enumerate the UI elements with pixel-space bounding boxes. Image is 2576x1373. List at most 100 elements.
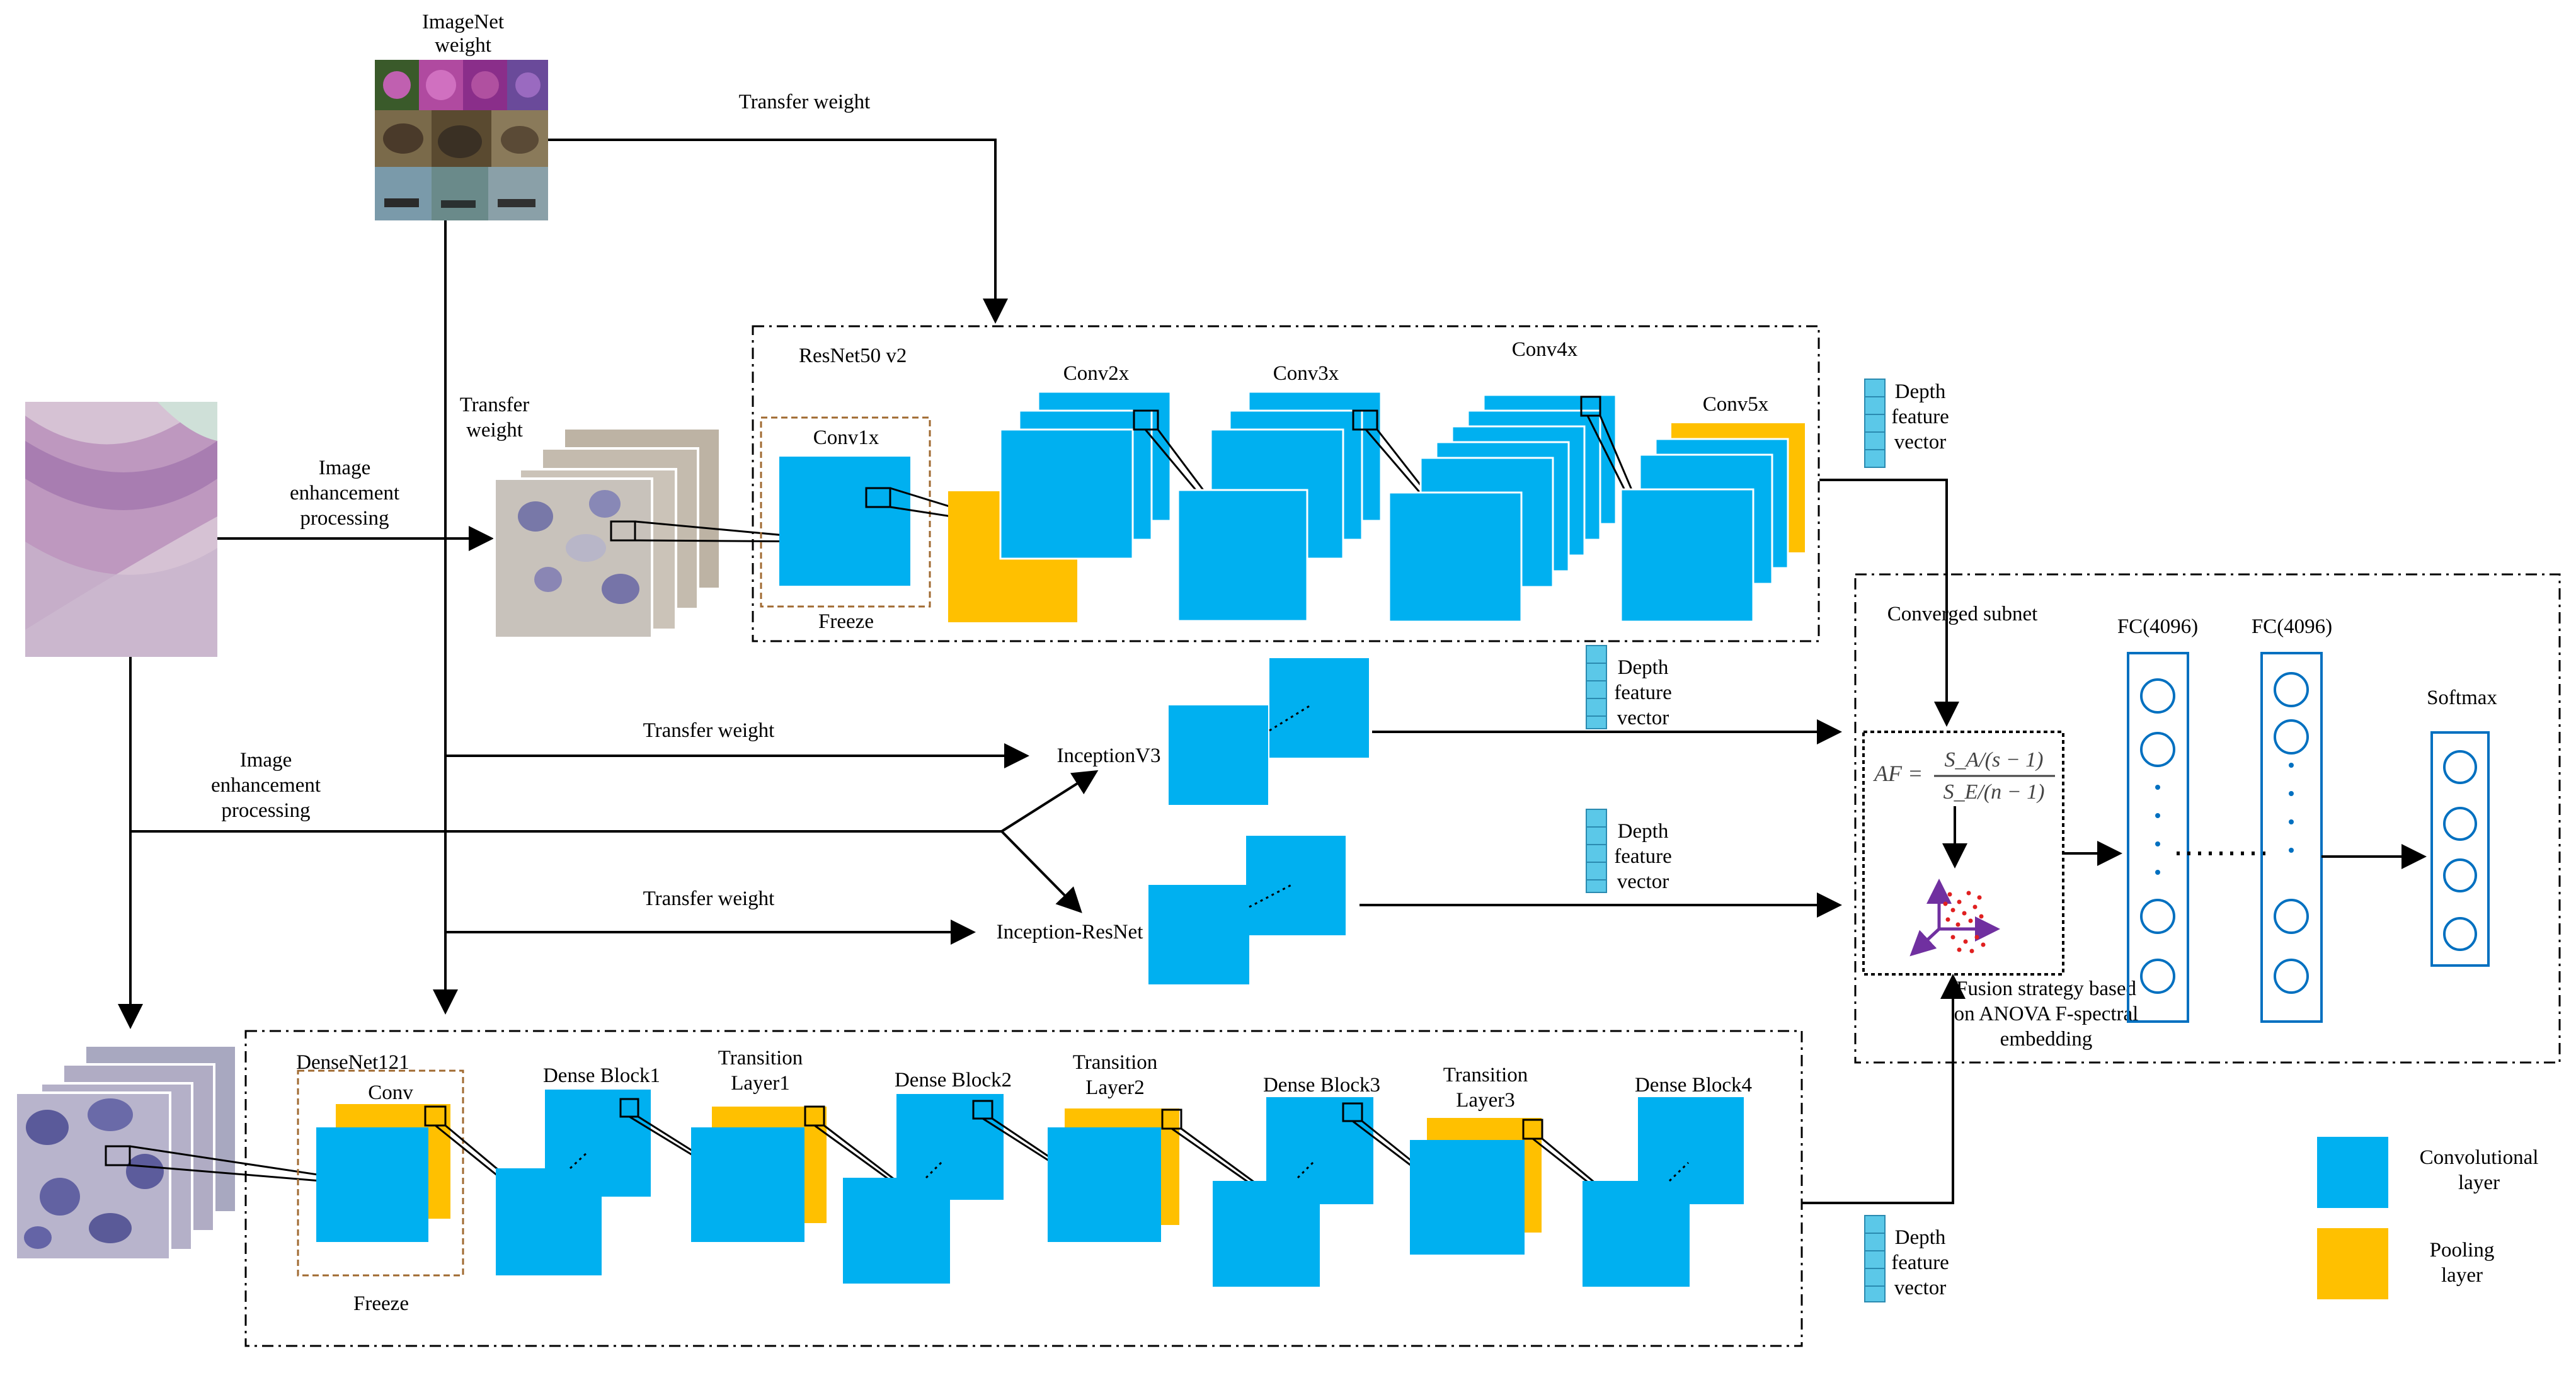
fusion-caption-line3: embedding [2000,1028,2093,1051]
inception-v3-label: InceptionV3 [1057,744,1161,767]
transition3-line2: Layer3 [1456,1089,1514,1112]
dense-block3 [1213,1097,1373,1287]
resnet-conv3-label: Conv3x [1273,362,1339,385]
transition2-zoom-line2 [1181,1127,1264,1190]
transition3-line1: Transition [1443,1064,1528,1086]
transition1-line2: Layer1 [731,1072,789,1095]
transfer-weight-top-label: Transfer weight [739,91,871,113]
softmax-neurons [2443,750,2477,951]
dense-block4 [1583,1097,1744,1287]
densenet-to-fusion-arrow [1802,974,1966,1204]
densenet-conv-label: Conv [368,1081,413,1104]
resnet-conv2-stack [999,390,1172,560]
resnet-conv3-zoom-box [1352,409,1378,431]
densenet-title: DenseNet121 [296,1051,409,1074]
dense-block1 [496,1090,651,1275]
fusion-caption-line1: Fusion strategy based [1956,977,2136,1000]
anova-embedding-plot [1909,879,2000,957]
densenet-container [244,1030,1803,1347]
depth-vector-top-line2: feature [1891,406,1949,428]
depth-feature-vector-top [1864,379,1886,468]
depth-vector-mid-line2: feature [1614,681,1672,704]
legend-conv-line1: Convolutional [2420,1146,2539,1169]
enhancement-to-incres-arrow [1000,830,1082,913]
depth-vector-incres-line1: Depth [1618,820,1669,843]
fc2-neurons [2274,672,2309,994]
histology-input-image [25,402,217,657]
converged-title: Converged subnet [1887,603,2038,625]
resnet-conv1-label: Conv1x [813,426,879,449]
fusion-caption-line2: on ANOVA F-spectral [1954,1003,2139,1025]
imagenet-thumbnail [375,60,548,220]
depth-vector-bottom-line2: feature [1891,1251,1949,1274]
densenet-freeze-box [297,1069,464,1277]
fc1-label: FC(4096) [2117,615,2198,638]
transfer-weight-side-line1: Transfer [460,394,530,416]
legend-pool-swatch [2317,1228,2388,1299]
resnet-conv5-stack [1620,423,1805,623]
depth-vector-bottom-line3: vector [1894,1277,1946,1299]
depth-vector-incres-line2: feature [1614,845,1672,868]
fc2-label: FC(4096) [2252,615,2332,638]
enhancement-to-inceptionv3-arrow [1000,770,1099,833]
converged-subnet-container [1854,573,2561,1064]
depth-feature-vector-bottom [1864,1215,1886,1302]
dense-block1-label: Dense Block1 [543,1064,660,1087]
densenet-freeze-label: Freeze [353,1292,409,1315]
legend-pool-line2: layer [2441,1264,2483,1287]
enhanced-image-stack-top [493,427,721,639]
resnet-conv5-label: Conv5x [1703,393,1769,416]
transition2-line2: Layer2 [1085,1076,1144,1099]
transfer-weight-inception-label: Transfer weight [643,719,775,742]
enhancement-top-line2: enhancement [290,482,399,504]
densenet-conv-layer [316,1127,428,1242]
transition2-zoom-line1 [1171,1127,1261,1192]
dense-block3-label: Dense Block3 [1263,1074,1380,1097]
dense-block2 [843,1094,1004,1284]
transition2-line1: Transition [1073,1051,1157,1074]
legend-conv-swatch [2317,1137,2388,1208]
inception-resnet-label: Inception-ResNet [997,921,1143,943]
formula-lhs: AF = [1873,761,1923,786]
enhancement-mid-line2: enhancement [211,774,321,797]
enhancement-top-line1: Image [319,457,370,479]
enhancement-mid-line1: Image [240,749,292,772]
resnet-title: ResNet50 v2 [799,345,907,367]
dense-block4-label: Dense Block4 [1635,1074,1752,1097]
fc1-layer [2127,652,2189,1023]
resnet-conv1-layer [779,457,910,586]
softmax-layer [2430,731,2490,967]
transfer-weight-incres-label: Transfer weight [643,887,775,910]
depth-vector-bottom-line1: Depth [1895,1226,1946,1249]
imagenet-title-line2: weight [435,34,491,57]
zoom-box-bottom [105,1145,131,1166]
depth-vector-top-line1: Depth [1895,380,1946,403]
formula-denominator: S_E/(n − 1) [1943,780,2045,804]
imagenet-title-line1: ImageNet [422,11,504,33]
resnet-conv3-stack [1177,390,1382,622]
resnet-freeze-box [760,416,931,608]
resnet-freeze-label: Freeze [818,610,874,633]
depth-vector-mid-line1: Depth [1618,656,1669,679]
resnet-container [752,325,1820,642]
resnet-conv4-label: Conv4x [1512,338,1578,361]
resnet-conv1-zoom-box [865,487,891,508]
depth-vector-mid-line3: vector [1617,707,1669,729]
resnet-conv4-stack [1388,394,1617,623]
depth-vector-top-line3: vector [1894,431,1946,453]
depth-feature-vector-incres [1586,809,1607,893]
legend-conv-line2: layer [2458,1171,2500,1194]
enhancement-top-line3: processing [300,507,389,530]
softmax-label: Softmax [2427,686,2497,709]
legend-pool-line1: Pooling [2430,1239,2495,1262]
transfer-weight-arrow-top [548,139,1008,324]
zoom-box-top [610,520,636,542]
resnet-conv2-label: Conv2x [1063,362,1130,385]
inception-resnet-blocks [1148,836,1346,984]
inception-v3-blocks [1169,658,1369,805]
fc2-layer [2260,652,2323,1023]
fc1-neurons [2140,678,2175,994]
transition-layer3 [1410,1118,1542,1255]
transition-layer1 [691,1107,827,1242]
